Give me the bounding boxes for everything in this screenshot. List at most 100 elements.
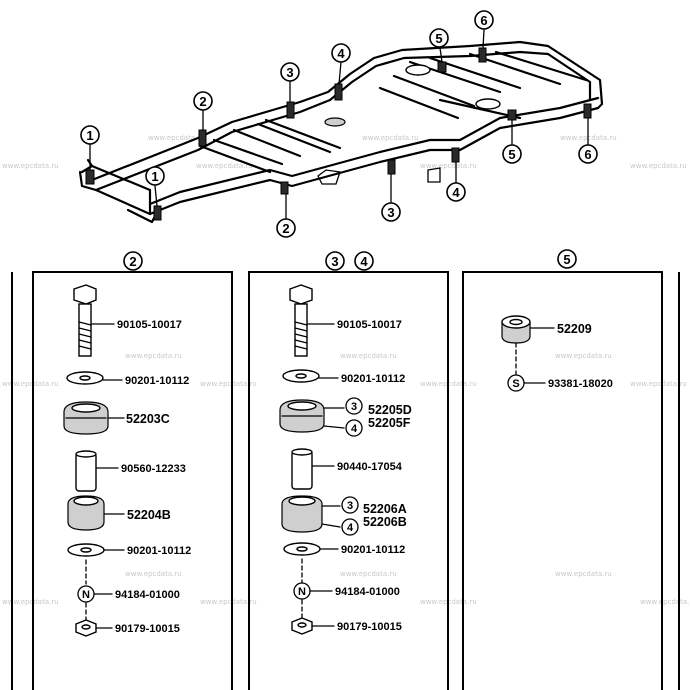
callout-number: 4	[337, 46, 345, 61]
panel-5: 5 52209 S 93381-18020	[501, 249, 613, 392]
callout-3-bottom: 3	[381, 202, 401, 222]
watermark-text: www.epcdata.ru	[200, 598, 257, 606]
svg-text:N: N	[82, 589, 90, 601]
panel-header-4: 4	[354, 251, 374, 271]
callout-2-top: 2	[193, 91, 213, 111]
nut-part	[291, 617, 313, 635]
svg-text:2: 2	[129, 254, 136, 269]
callout-3-top: 3	[280, 62, 300, 82]
mount-bolt	[478, 47, 487, 63]
svg-text:4: 4	[360, 254, 368, 269]
mount-bolt	[198, 129, 207, 147]
callout-number: 3	[286, 65, 293, 80]
part-number: 52206B	[363, 515, 407, 529]
callout-number: 5	[508, 147, 515, 162]
mount-bolt	[437, 61, 447, 73]
watermark-text: www.epcdata.ru	[420, 162, 477, 170]
callout-1-left: 1	[80, 125, 100, 145]
callout-number: 1	[151, 169, 158, 184]
washer-part	[282, 369, 320, 383]
callout-number: 6	[480, 13, 487, 28]
svg-text:S: S	[512, 378, 519, 390]
mount-bolt	[507, 109, 517, 121]
part-number: 52209	[557, 322, 592, 336]
svg-text:N: N	[298, 586, 306, 598]
spacer-part	[501, 315, 531, 344]
watermark-text: www.epcdata.ru	[340, 352, 397, 360]
callout-6-bottom: 6	[578, 144, 598, 164]
callout-5-top: 5	[429, 28, 449, 48]
mount-bolt	[286, 101, 295, 119]
mount-bolt	[451, 147, 460, 163]
watermark-text: www.epcdata.ru	[148, 134, 205, 142]
cushion-upper-part	[63, 401, 109, 435]
callout-4-bottom: 4	[446, 182, 466, 202]
callout-number: 5	[435, 31, 442, 46]
part-number: 52205D	[368, 403, 412, 417]
part-number: 90201-10112	[125, 375, 189, 387]
watermark-text: www.epcdata.ru	[196, 162, 253, 170]
sleeve-part	[291, 448, 313, 490]
part-number: 90179-10015	[115, 623, 180, 635]
part-number: 94184-01000	[335, 586, 400, 598]
panel-3-4: 3 4 90105-10017 90201-10112 3	[279, 251, 412, 635]
part-number: 52204B	[127, 508, 171, 522]
callout-5-bottom: 5	[502, 144, 522, 164]
part-number: 93381-18020	[548, 378, 613, 390]
mount-bolt	[583, 103, 592, 119]
part-number: 52206A	[363, 502, 407, 516]
svg-text:4: 4	[347, 522, 354, 534]
panel-borders	[11, 271, 680, 690]
part-number: 90105-10017	[337, 319, 402, 331]
part-number: 90201-10112	[127, 545, 191, 557]
callout-4-top: 4	[331, 43, 351, 63]
variant-symbol-4: 4	[341, 518, 359, 536]
callout-number: 1	[86, 128, 93, 143]
watermark-text: www.epcdata.ru	[2, 380, 59, 388]
part-number: 52205F	[368, 416, 411, 430]
part-number: 90179-10015	[337, 621, 402, 633]
panel-header-5: 5	[557, 249, 577, 269]
panel-2: 2 90105-10017 90201-10112 52203C 90560-1…	[63, 251, 191, 637]
callout-number: 4	[452, 185, 460, 200]
part-number: 90560-12233	[121, 463, 186, 475]
callout-number: 2	[199, 94, 206, 109]
part-number: 90201-10112	[341, 373, 405, 385]
washer-part	[283, 542, 321, 556]
variant-symbol-3: 3	[345, 397, 363, 415]
part-number: 90440-17054	[337, 461, 403, 473]
callout-6-top: 6	[474, 10, 494, 30]
svg-text:3: 3	[351, 401, 357, 413]
symbol-n: N	[77, 585, 95, 603]
variant-symbol-4: 4	[345, 419, 363, 437]
callout-number: 2	[282, 221, 289, 236]
mount-bolt	[334, 83, 343, 101]
part-number: 90201-10112	[341, 544, 405, 556]
mount-bolt	[85, 169, 95, 185]
panel-header-2: 2	[123, 251, 143, 271]
watermark-text: www.epcdata.ru	[640, 598, 690, 606]
watermark-text: www.epcdata.ru	[630, 162, 687, 170]
watermark-text: www.epcdata.ru	[2, 598, 59, 606]
watermark-text: www.epcdata.ru	[555, 570, 612, 578]
nut-part	[75, 619, 97, 637]
symbol-s: S	[507, 374, 525, 392]
svg-text:5: 5	[563, 252, 570, 267]
svg-text:3: 3	[347, 500, 353, 512]
part-number: 94184-01000	[115, 589, 180, 601]
watermark-text: www.epcdata.ru	[125, 570, 182, 578]
callout-1-hook: 1	[145, 166, 165, 186]
watermark-text: www.epcdata.ru	[2, 162, 59, 170]
mount-bolt	[387, 159, 396, 175]
part-number: 52203C	[126, 412, 170, 426]
washer-part	[66, 371, 104, 385]
watermark-text: www.epcdata.ru	[125, 352, 182, 360]
callout-2-bottom: 2	[276, 218, 296, 238]
cushion-upper-part	[279, 399, 325, 433]
symbol-n: N	[293, 582, 311, 600]
svg-text:3: 3	[331, 254, 338, 269]
washer-part	[67, 543, 105, 557]
bolt-part	[73, 284, 97, 357]
variant-symbol-3: 3	[341, 496, 359, 514]
